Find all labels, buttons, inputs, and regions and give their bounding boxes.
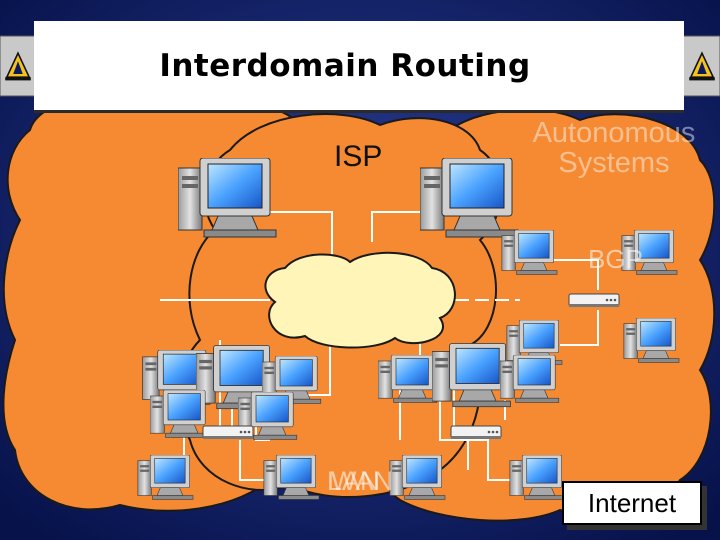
slide-title: Interdomain Routing	[159, 47, 531, 84]
label-wan: WAN	[331, 466, 393, 496]
router-icon	[568, 293, 620, 308]
label-autonomous-systems: Autonomous Systems	[508, 118, 720, 179]
router-icon	[450, 425, 502, 440]
label-autonomous-line1: Autonomous	[532, 117, 696, 149]
label-internet: Internet	[587, 487, 677, 518]
label-bgp: BGP	[588, 244, 643, 274]
label-lan: LAN	[327, 466, 380, 496]
corner-decoration-left	[0, 35, 41, 97]
label-isp: ISP	[334, 140, 383, 173]
center-cloud	[264, 251, 456, 349]
router-icon	[202, 425, 254, 440]
cloud-icon	[264, 251, 456, 349]
internet-box: Internet	[562, 481, 702, 525]
title-box: Interdomain Routing	[34, 21, 684, 113]
corner-decoration-right	[679, 35, 720, 97]
label-autonomous-line2: Systems	[558, 147, 670, 180]
